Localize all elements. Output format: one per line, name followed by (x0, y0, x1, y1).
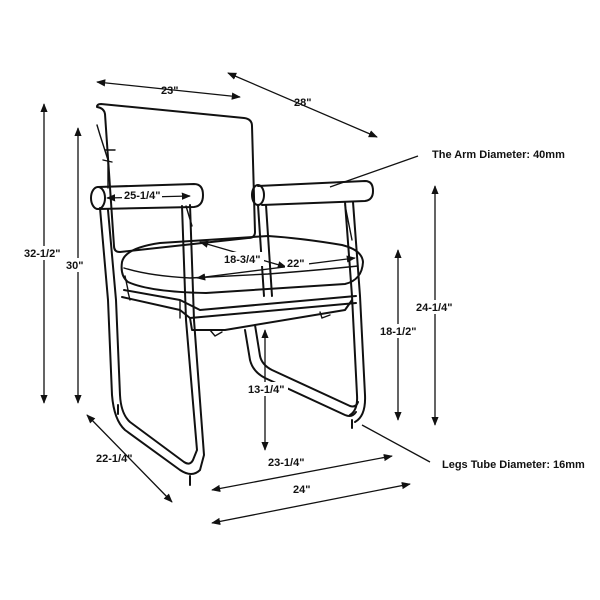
legs-callout-leader (361, 424, 431, 463)
label-arm-span: 25-1/4" (124, 190, 160, 202)
label-seat-depth: 18-3/4" (224, 254, 260, 266)
label-inner-width-bottom: 23-1/4" (268, 457, 304, 469)
legs-frame (99, 201, 367, 486)
label-width-bottom: 24" (293, 484, 310, 496)
arm-diameter-callout: The Arm Diameter: 40mm (432, 149, 565, 161)
arm-callout-leader (329, 155, 419, 188)
label-height-back: 30" (66, 260, 83, 272)
chair-drawing (90, 103, 374, 486)
dim-width-top-line (96, 79, 241, 100)
label-seat-height: 18-1/2" (380, 326, 416, 338)
left-arm (90, 183, 204, 210)
label-width-top: 23" (161, 85, 178, 97)
label-depth-top: 28" (294, 97, 311, 109)
right-arm (251, 180, 374, 206)
callout-labels: The Arm Diameter: 40mm Legs Tube Diamete… (432, 149, 585, 471)
label-height-total: 32-1/2" (24, 248, 60, 260)
label-seat-width: 22" (287, 258, 304, 270)
seat-frame (121, 289, 357, 337)
dim-width-bottom-line (211, 482, 411, 525)
backrest-cushion (96, 103, 256, 253)
dim-depth-top-line (227, 72, 378, 138)
dimension-labels: 23" 28" 32-1/2" 30" 25-1/4" 18-3/4" 22" … (22, 85, 458, 496)
dim-depth-bottom-line (86, 414, 173, 503)
back-frame (96, 124, 109, 189)
legs-diameter-callout: Legs Tube Diameter: 16mm (442, 459, 585, 471)
label-arm-height: 24-1/4" (416, 302, 452, 314)
label-depth-bottom: 22-1/4" (96, 453, 132, 465)
label-clearance: 13-1/4" (248, 384, 284, 396)
dim-seat-width-line (196, 255, 356, 281)
